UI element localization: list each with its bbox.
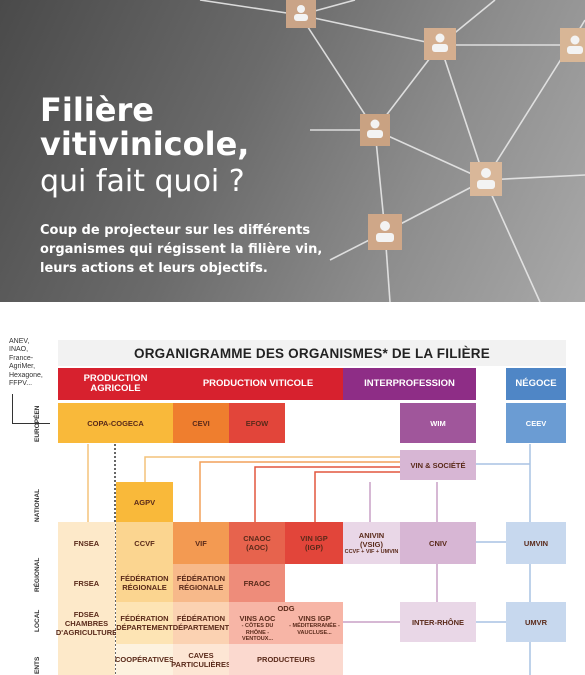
network-illustration bbox=[199, 0, 585, 302]
odg-split: VINS AOC - CÔTES DU RHÔNE - VENTOUX... V… bbox=[229, 614, 343, 643]
box-cooperatives: COOPÉRATIVES bbox=[115, 644, 174, 675]
level-local: LOCAL bbox=[34, 609, 41, 632]
odg-aoc: VINS AOC - CÔTES DU RHÔNE - VENTOUX... bbox=[229, 614, 286, 643]
box-cnaoc: CNAOC (AOC) bbox=[229, 522, 285, 564]
anivin-label: ANIVIN bbox=[358, 530, 385, 540]
cnaoc-sub: (AOC) bbox=[246, 543, 268, 552]
side-note: ANEV, INAO, France- AgriMer, Hexagone, F… bbox=[9, 338, 49, 388]
side-note-line: FFPV... bbox=[9, 380, 33, 388]
side-note-bracket bbox=[12, 394, 50, 424]
box-umvin: UMVIN bbox=[506, 522, 566, 564]
header-interprofession: INTERPROFESSION bbox=[343, 368, 476, 400]
organigram-title: ORGANIGRAMME DES ORGANISMES* DE LA FILIÈ… bbox=[58, 340, 566, 366]
box-vin-societe: VIN & SOCIÉTÉ bbox=[400, 450, 476, 480]
box-vin-igp: VIN IGP (IGP) bbox=[285, 522, 343, 564]
box-ccvf: CCVF bbox=[116, 522, 173, 564]
vinigp-sub: (IGP) bbox=[305, 543, 323, 552]
box-fnsea: FNSEA bbox=[58, 522, 115, 564]
hero-subtitle: qui fait quoi ? bbox=[40, 164, 245, 199]
odg-label: ODG bbox=[277, 604, 295, 613]
box-cevi: CEVI bbox=[173, 403, 229, 443]
hero-title-line2: vitivinicole, bbox=[40, 125, 250, 163]
header-negoce: NÉGOCE bbox=[506, 368, 566, 400]
organigram: ANEV, INAO, France- AgriMer, Hexagone, F… bbox=[0, 302, 585, 675]
vins-igp-note: - MÉDITERRANÉE - VAUCLUSE... bbox=[289, 623, 340, 636]
hero-title-line1: Filière bbox=[40, 91, 154, 129]
box-copa-cogeca: COPA-COGECA bbox=[58, 403, 173, 443]
connector-lines bbox=[87, 444, 531, 675]
hero-title: Filière vitivinicole, bbox=[40, 93, 249, 161]
box-inter-rhone: INTER-RHÔNE bbox=[400, 602, 476, 642]
anivin-sub: (VSIG) bbox=[360, 539, 383, 549]
hero-lead: Coup de projecteur sur les différents or… bbox=[40, 223, 323, 276]
box-wim: WIM bbox=[400, 403, 476, 443]
header-production-agricole: PRODUCTION AGRICOLE bbox=[58, 368, 173, 400]
hero-banner: Filière vitivinicole, qui fait quoi ? Co… bbox=[0, 0, 585, 302]
side-note-line: France- bbox=[9, 354, 34, 362]
level-national: NATIONAL bbox=[34, 488, 41, 522]
box-fraoc: FRAOC bbox=[229, 564, 285, 602]
box-fdsea: FDSEA CHAMBRES D'AGRICULTURE bbox=[56, 602, 117, 644]
box-federation-regionale-1: FÉDÉRATION RÉGIONALE bbox=[116, 564, 173, 602]
box-anivin: ANIVIN (VSIG) CCVF + VIF + UMVIN bbox=[343, 522, 400, 564]
anivin-note: CCVF + VIF + UMVIN bbox=[344, 548, 399, 555]
side-note-line: Hexagone, bbox=[9, 371, 43, 379]
box-efow: EFOW bbox=[229, 403, 285, 443]
box-vif: VIF bbox=[173, 522, 229, 564]
box-ceev: CEEV bbox=[506, 403, 566, 443]
header-production-viticole: PRODUCTION VITICOLE bbox=[173, 368, 343, 400]
level-regional: RÉGIONAL bbox=[34, 557, 41, 592]
box-odg: ODG VINS AOC - CÔTES DU RHÔNE - VENTOUX.… bbox=[229, 602, 343, 644]
box-federation-regionale-2: FÉDÉRATION RÉGIONALE bbox=[173, 564, 229, 602]
cnaoc-label: CNAOC bbox=[243, 534, 271, 543]
box-empty-adherents bbox=[58, 644, 115, 675]
vins-igp-label: VINS IGP bbox=[298, 614, 331, 623]
side-note-line: ANEV, bbox=[9, 338, 30, 345]
vinigp-label: VIN IGP bbox=[300, 534, 328, 543]
box-federation-departement-1: FÉDÉRATION DÉPARTEMENT bbox=[116, 602, 173, 644]
box-cniv: CNIV bbox=[400, 522, 476, 564]
box-producteurs: PRODUCTEURS bbox=[229, 644, 343, 675]
side-note-line: INAO, bbox=[9, 346, 29, 354]
box-frsea: FRSEA bbox=[58, 564, 115, 602]
level-europeen: EUROPÉEN bbox=[34, 405, 41, 442]
vins-aoc-label: VINS AOC bbox=[239, 614, 276, 623]
side-note-line: AgriMer, bbox=[9, 363, 36, 371]
box-umvr: UMVR bbox=[506, 602, 566, 642]
level-adherents: ENTS bbox=[34, 656, 41, 674]
box-agpv: AGPV bbox=[116, 482, 173, 522]
box-federation-departement-2: FÉDÉRATION DÉPARTEMENT bbox=[173, 602, 229, 644]
odg-igp: VINS IGP - MÉDITERRANÉE - VAUCLUSE... bbox=[286, 614, 343, 643]
vins-aoc-note: - CÔTES DU RHÔNE - VENTOUX... bbox=[241, 623, 274, 642]
box-caves-particulieres: CAVES PARTICULIÈRES bbox=[171, 644, 231, 675]
